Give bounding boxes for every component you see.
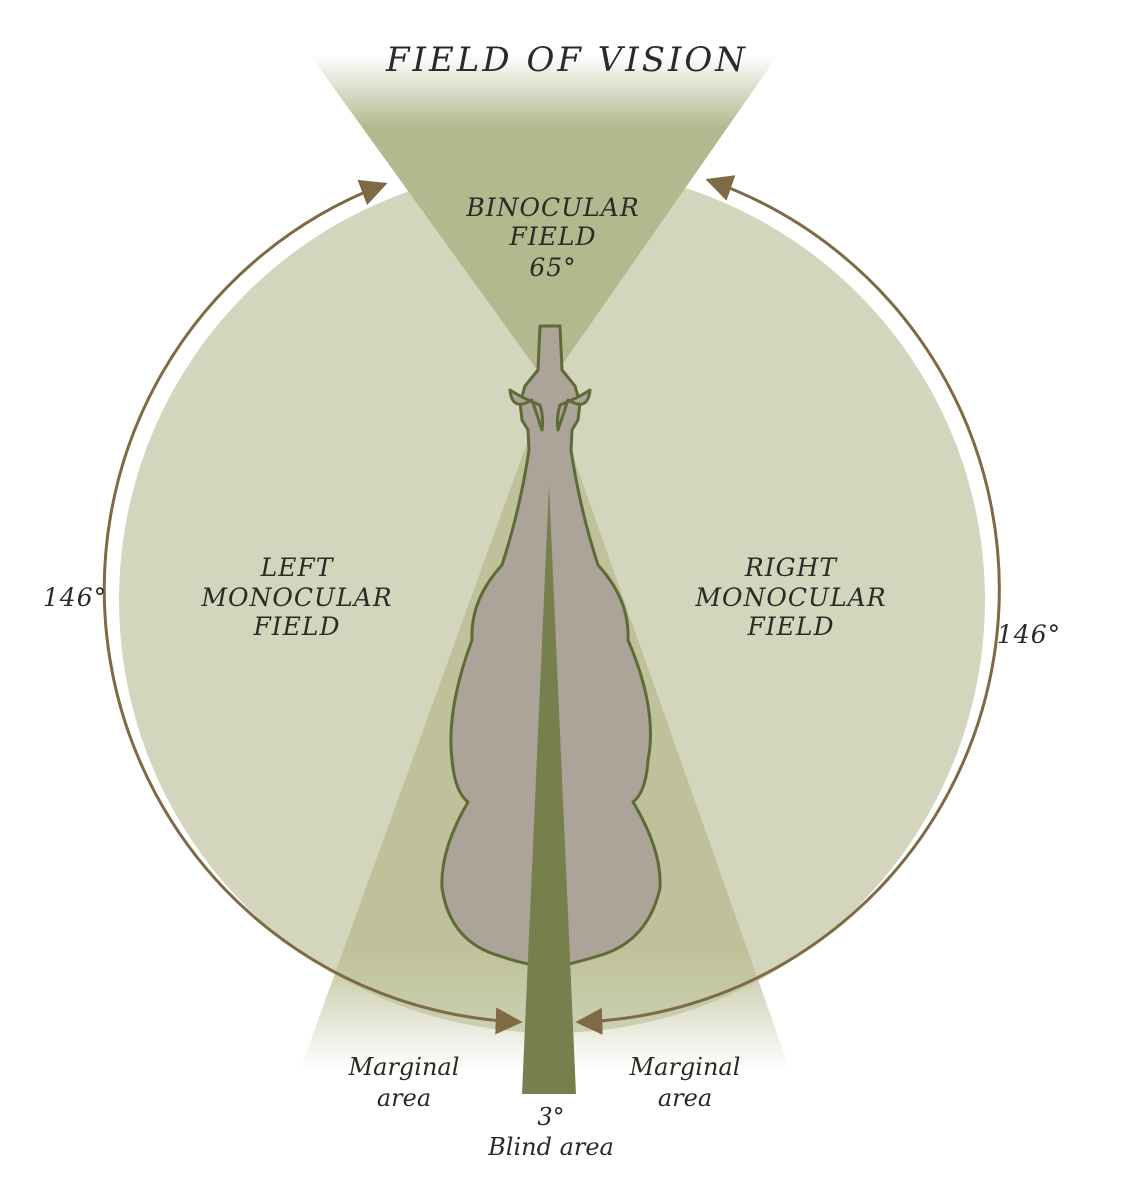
right-monocular-label-line2: MONOCULAR xyxy=(694,583,886,612)
right-monocular-label-line1: RIGHT xyxy=(744,553,838,582)
marginal-right-line1: Marginal xyxy=(629,1053,741,1081)
binocular-angle: 65° xyxy=(529,253,576,282)
binocular-field-wedge xyxy=(310,55,778,385)
right-monocular-arc xyxy=(575,175,1001,1035)
right-monocular-label-line3: FIELD xyxy=(746,612,834,641)
left-ear xyxy=(508,388,545,432)
left-monocular-arc xyxy=(102,179,523,1035)
left-monocular-label-line3: FIELD xyxy=(252,612,340,641)
blind-angle: 3° xyxy=(537,1103,564,1131)
marginal-left-line1: Marginal xyxy=(348,1053,460,1081)
marginal-right-line2: area xyxy=(658,1084,712,1112)
marginal-left-line2: area xyxy=(377,1084,431,1112)
left-monocular-angle: 146° xyxy=(43,583,107,612)
page-title: FIELD OF VISION xyxy=(385,40,748,80)
blind-area-wedge xyxy=(522,485,576,1094)
right-ear xyxy=(555,388,592,432)
left-monocular-label-line2: MONOCULAR xyxy=(200,583,392,612)
left-monocular-label-line1: LEFT xyxy=(260,553,335,582)
blind-label: Blind area xyxy=(487,1133,614,1161)
binocular-label-line2: FIELD xyxy=(508,222,596,251)
binocular-label-line1: BINOCULAR xyxy=(465,193,639,222)
right-monocular-angle: 146° xyxy=(997,620,1061,649)
